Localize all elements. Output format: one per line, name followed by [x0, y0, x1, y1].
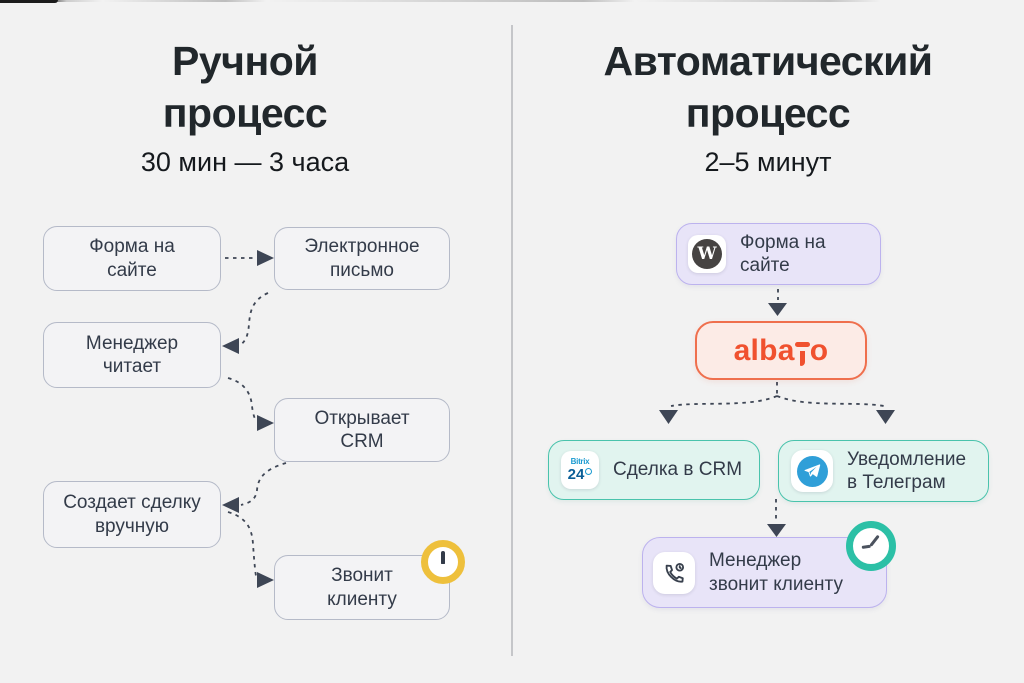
phone-chip [653, 551, 695, 594]
node-label: Форма на сайте [740, 231, 826, 276]
node-creates-deal-manually: Создает сделку вручную [43, 481, 221, 548]
node-albato: albato [695, 321, 867, 380]
right-column-title: Автоматический процесс [603, 38, 934, 136]
arrow-manager-to-crm [227, 377, 257, 422]
bitrix-wordmark: Bitrix [570, 457, 590, 466]
node-label: Открывает CRM [314, 407, 410, 452]
right-column-header: Автоматический процесс 2–5 минут [544, 36, 992, 179]
left-column-duration: 30 мин — 3 часа [140, 147, 350, 178]
right-column-duration: 2–5 минут [704, 147, 832, 178]
top-left-edge-artifact [0, 0, 58, 3]
arrow-albato-to-telegram [776, 395, 885, 407]
left-column-header: Ручной процесс 30 мин — 3 часа [33, 36, 457, 179]
node-label: Электронное письмо [304, 236, 420, 281]
top-edge-artifact [0, 0, 1024, 2]
bitrix24-chip: Bitrix 24 [561, 451, 599, 489]
node-deal-in-crm: Bitrix 24 Сделка в CRM [548, 440, 760, 500]
albato-logo-part: o [809, 333, 829, 367]
node-label: Менеджер звонит клиенту [709, 550, 843, 595]
albato-logo-t: t [794, 339, 810, 366]
timer-needle [441, 551, 445, 564]
node-label: Создает сделку вручную [63, 492, 201, 537]
node-label: Менеджер читает [85, 332, 179, 377]
node-form-on-site: Форма на сайте [43, 226, 221, 291]
node-label: Сделка в CRM [613, 459, 743, 481]
albato-logo: albato [733, 333, 829, 367]
albato-logo-part: alba [733, 333, 795, 367]
telegram-chip [791, 450, 833, 492]
wordpress-chip: W [688, 235, 726, 273]
wordpress-icon: W [692, 239, 722, 269]
wordpress-letter: W [697, 243, 717, 264]
node-email: Электронное письмо [274, 227, 450, 290]
timer-icon-yellow [421, 540, 465, 584]
bitrix-24: 24 [567, 466, 585, 483]
arrow-albato-to-crm [670, 395, 778, 407]
node-opens-crm: Открывает CRM [274, 398, 450, 462]
clock-hour-hand [861, 544, 872, 549]
node-label: Звонит клиенту [327, 565, 397, 610]
clock-minute-hand [869, 534, 881, 548]
node-manager-reads: Менеджер читает [43, 322, 221, 388]
divider-line [511, 25, 513, 656]
arrow-deal-to-call [227, 511, 257, 577]
node-label: Уведомление в Телеграм [847, 448, 967, 493]
node-label: Форма на сайте [89, 236, 175, 281]
node-wordpress-form: W Форма на сайте [676, 223, 881, 285]
bitrix24-icon: Bitrix 24 [568, 458, 593, 482]
telegram-icon [796, 455, 828, 487]
node-telegram-notification: Уведомление в Телеграм [778, 440, 989, 502]
node-calls-client: Звонит клиенту [274, 555, 450, 620]
arrow-crm-to-deal [240, 462, 287, 506]
phone-call-icon [665, 562, 685, 583]
clock-icon-teal [846, 521, 896, 571]
left-column-title: Ручной процесс [162, 38, 328, 136]
paper-plane-icon [804, 464, 821, 477]
arrow-email-to-manager [238, 292, 269, 347]
